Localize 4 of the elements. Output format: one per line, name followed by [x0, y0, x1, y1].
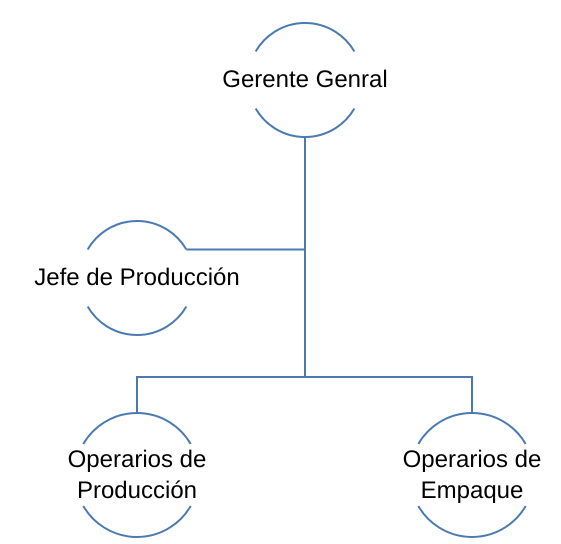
- role-label: Jefe de Producción: [34, 263, 240, 294]
- role-label: Gerente Genral: [222, 65, 388, 96]
- role-label: Operarios de Empaque: [402, 444, 542, 506]
- role-label: Operarios de Producción: [66, 444, 208, 506]
